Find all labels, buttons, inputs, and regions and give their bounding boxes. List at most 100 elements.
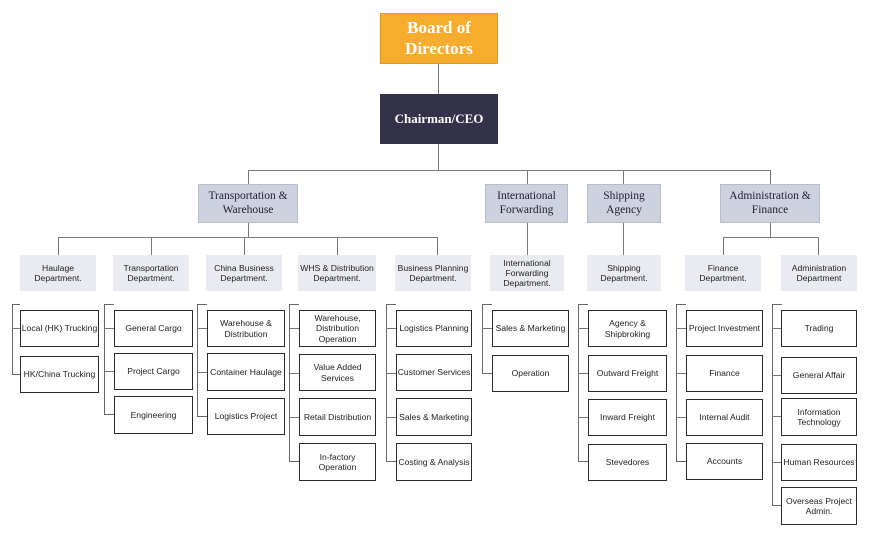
department-label: International Forwarding Department.	[503, 257, 551, 289]
unit-box: Sales & Marketing	[396, 398, 472, 436]
department-shipping: Shipping Department.	[587, 255, 661, 291]
unit-label: Finance	[709, 368, 740, 379]
unit-label: Trading	[804, 323, 834, 334]
unit-box: HK/China Trucking	[20, 356, 99, 393]
connector	[197, 372, 207, 373]
unit-box: General Cargo	[114, 310, 193, 347]
unit-box: Value Added Services	[299, 354, 376, 391]
connector	[289, 373, 299, 374]
unit-label: Human Resources	[783, 457, 855, 468]
unit-label: Sales & Marketing	[495, 323, 566, 334]
unit-box: Warehouse, Distribution Operation	[299, 310, 376, 347]
unit-label: Logistics Planning	[399, 323, 469, 334]
unit-box: Container Haulage	[207, 353, 285, 391]
connector	[770, 170, 771, 184]
unit-label: Operation	[511, 368, 550, 379]
unit-label: Value Added Services	[313, 362, 362, 383]
bracket-connector	[482, 304, 492, 374]
unit-box: Stevedores	[588, 444, 667, 481]
connector	[527, 223, 528, 255]
department-label: Haulage Department.	[34, 262, 82, 283]
unit-label: Customer Services	[397, 367, 471, 378]
connector	[386, 373, 396, 374]
connector	[437, 237, 438, 255]
connector	[337, 237, 338, 255]
unit-box: Local (HK) Trucking	[20, 310, 99, 347]
unit-box: Engineering	[114, 396, 193, 434]
chairman-ceo-label: Chairman/CEO	[394, 111, 484, 127]
connector	[151, 237, 152, 255]
department-business-planning: Business Planning Department.	[395, 255, 471, 291]
unit-label: Sales & Marketing	[399, 411, 469, 422]
department-transportation: Transportation Department.	[113, 255, 189, 291]
unit-box: Customer Services	[396, 354, 472, 391]
bracket-connector	[676, 304, 686, 462]
bracket-connector	[772, 304, 782, 506]
unit-box: Internal Audit	[686, 399, 763, 436]
connector	[770, 223, 771, 237]
connector	[723, 237, 819, 238]
connector	[772, 462, 782, 463]
bracket-connector	[12, 304, 20, 375]
department-haulage: Haulage Department.	[20, 255, 96, 291]
department-label: Shipping Department.	[600, 262, 648, 283]
unit-label: In-factory Operation	[318, 451, 357, 472]
department-administration: Administration Department	[781, 255, 857, 291]
unit-label: Outward Freight	[596, 368, 659, 379]
unit-label: Warehouse & Distribution	[220, 318, 272, 339]
unit-box: Project Investment	[686, 310, 763, 347]
unit-box: Trading	[781, 310, 857, 347]
unit-label: Inward Freight	[600, 412, 655, 423]
board-of-directors-node: Board of Directors	[380, 13, 498, 64]
connector	[578, 328, 588, 329]
unit-box: Operation	[492, 355, 569, 392]
connector	[438, 64, 439, 94]
bracket-connector	[386, 304, 396, 462]
unit-box: Agency & Shipbroking	[588, 310, 667, 347]
unit-label: Accounts	[706, 456, 743, 467]
connector	[289, 328, 299, 329]
connector	[12, 328, 20, 329]
unit-label: HK/China Trucking	[23, 369, 96, 380]
connector	[386, 417, 396, 418]
unit-box: Sales & Marketing	[492, 310, 569, 347]
unit-label: Retail Distribution	[303, 411, 372, 422]
division-label: International Forwarding	[497, 189, 556, 216]
unit-box: Logistics Project	[207, 398, 285, 435]
unit-label: General Affair	[792, 370, 846, 381]
unit-box: Information Technology	[781, 398, 857, 436]
connector	[772, 416, 782, 417]
unit-box: General Affair	[781, 357, 857, 394]
department-international-forwarding: International Forwarding Department.	[490, 255, 564, 291]
connector	[482, 328, 492, 329]
division-label: Shipping Agency	[603, 189, 645, 216]
department-label: Business Planning Department.	[397, 262, 469, 283]
unit-label: General Cargo	[125, 323, 182, 334]
chairman-ceo-node: Chairman/CEO	[380, 94, 498, 144]
unit-box: Logistics Planning	[396, 310, 472, 347]
connector	[723, 237, 724, 255]
unit-box: Human Resources	[781, 444, 857, 481]
bracket-connector	[104, 304, 114, 415]
connector	[289, 417, 299, 418]
unit-label: Agency & Shipbroking	[604, 318, 651, 339]
connector	[676, 373, 686, 374]
connector	[772, 375, 782, 376]
bracket-connector	[578, 304, 588, 462]
connector	[248, 170, 249, 184]
unit-box: Retail Distribution	[299, 398, 376, 436]
department-label: China Business Department.	[214, 262, 274, 283]
unit-label: Engineering	[130, 409, 177, 420]
unit-label: Costing & Analysis	[398, 456, 470, 467]
connector	[623, 223, 624, 255]
board-of-directors-label: Board of Directors	[405, 18, 473, 58]
department-finance: Finance Department.	[685, 255, 761, 291]
unit-label: Warehouse, Distribution Operation	[314, 313, 361, 344]
connector	[104, 371, 114, 372]
unit-label: Container Haulage	[210, 366, 282, 377]
department-china-business: China Business Department.	[206, 255, 282, 291]
unit-box: Warehouse & Distribution	[207, 310, 285, 347]
connector	[248, 223, 249, 237]
connector	[197, 328, 207, 329]
connector	[248, 170, 770, 171]
